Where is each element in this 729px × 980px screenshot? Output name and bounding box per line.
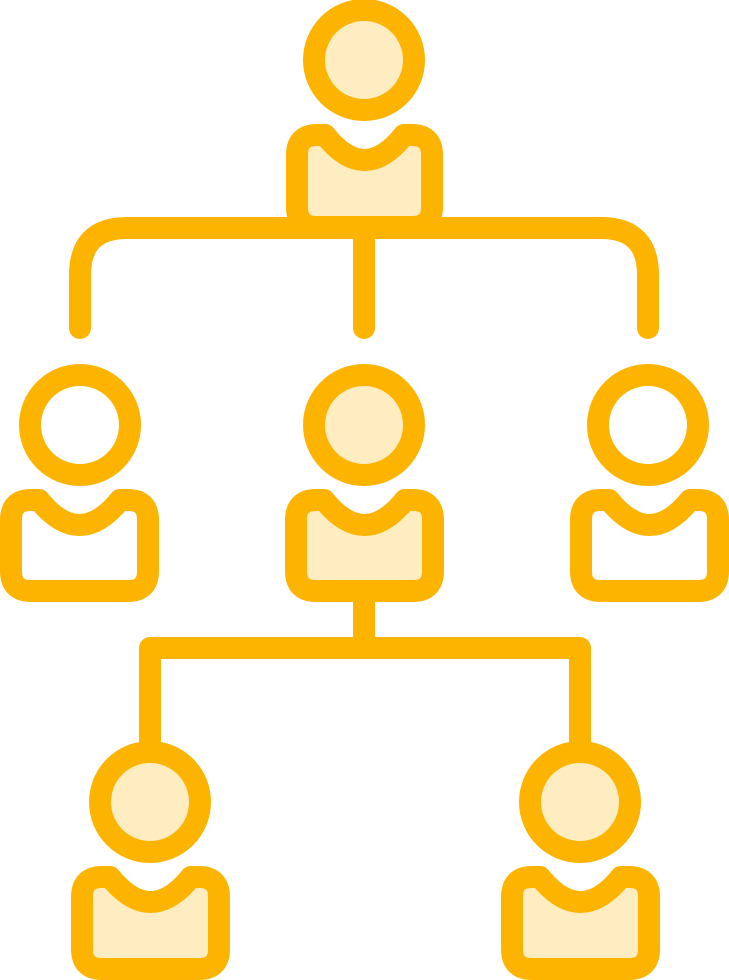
person-body: [286, 124, 443, 238]
person-body: [501, 866, 660, 980]
person-head: [19, 364, 141, 486]
person-body: [71, 866, 230, 980]
connector-bottom-bus: [139, 637, 591, 756]
bottom-right-person-icon: [501, 741, 660, 980]
mid-right-person-icon: [570, 364, 729, 602]
person-body: [285, 489, 444, 602]
person-body: [0, 489, 159, 602]
person-head: [89, 741, 211, 863]
person-head: [303, 364, 425, 486]
person-body: [570, 489, 729, 602]
person-head: [303, 0, 425, 121]
mid-left-person-icon: [0, 364, 159, 602]
bottom-left-person-icon: [71, 741, 230, 980]
mid-center-person-icon: [285, 364, 444, 602]
top-person-icon: [286, 0, 443, 238]
person-head: [519, 741, 641, 863]
person-head: [587, 364, 709, 486]
